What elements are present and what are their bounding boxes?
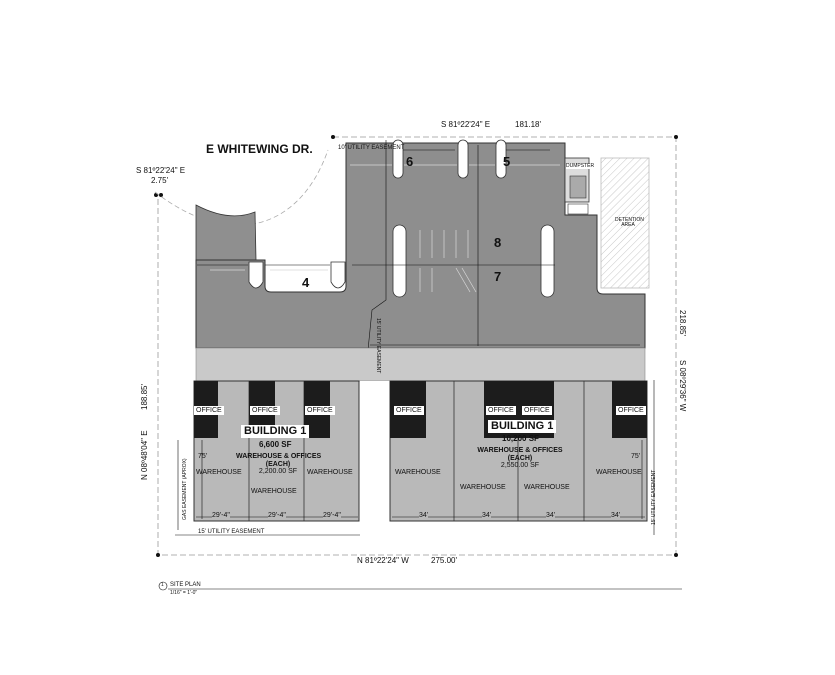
parking-area-4: 4 — [302, 275, 310, 290]
building-left-sf: 6,600 SF — [259, 440, 292, 449]
building-left-type: WAREHOUSE & OFFICES (EACH) 2,200.00 SF — [236, 453, 322, 476]
corner-marker — [674, 553, 678, 557]
driveway — [195, 204, 257, 261]
building-left-title: BUILDING 1 — [241, 425, 310, 438]
top-bearing: S 81º22'24" E — [441, 120, 491, 129]
building-left-footprint — [193, 380, 360, 522]
island — [495, 139, 507, 179]
sheet-scale: 1/16" = 1'-0" — [170, 590, 198, 596]
diagonal-utility-easement: 15' UTILITY EASEMENT — [375, 318, 381, 374]
office-label: OFFICE — [616, 406, 646, 415]
utility-easement-line — [364, 140, 387, 381]
left-top-bearing: S 81º22'24" E — [136, 166, 186, 175]
office-label: OFFICE — [194, 406, 224, 415]
island — [457, 139, 469, 179]
warehouse-label: WAREHOUSE — [596, 469, 642, 476]
building-right-sf: 10,200 SF — [502, 434, 539, 443]
corner-marker — [159, 193, 163, 197]
right-utility-easement: 15' UTILITY EASEMENT — [651, 469, 657, 525]
island — [330, 261, 346, 289]
office-label: OFFICE — [486, 406, 516, 415]
parking-lot — [195, 142, 646, 349]
right-bearing: S 08º29'36" W — [678, 360, 687, 412]
island — [248, 261, 264, 289]
detention-area — [600, 157, 650, 289]
parking-area-6: 6 — [406, 154, 414, 169]
detention-label: DETENTION AREA — [615, 217, 644, 228]
unit-width: 29'-4" — [212, 512, 230, 519]
dumpster-label: DUMPSTER — [566, 163, 595, 169]
warehouse-label: WAREHOUSE — [524, 484, 570, 491]
bottom-utility-easement: 15' UTILITY EASEMENT — [198, 529, 265, 535]
unit-width: 34' — [546, 512, 556, 519]
sidewalk — [195, 347, 646, 382]
bottom-distance: 275.00' — [431, 556, 457, 565]
office-label: OFFICE — [305, 406, 335, 415]
left-distance: 188.85' — [140, 384, 149, 410]
sheet-number: 1 — [161, 582, 164, 588]
parking-area-5: 5 — [503, 154, 511, 169]
office-label: OFFICE — [250, 406, 280, 415]
street-name: E WHITEWING DR. — [206, 142, 313, 156]
parking-area-7: 7 — [494, 269, 502, 284]
corner-marker — [156, 553, 160, 557]
island — [392, 224, 407, 298]
street-curve — [154, 149, 329, 226]
left-top-distance: 2.75' — [151, 176, 169, 185]
sidewalk-gap — [360, 381, 390, 521]
right-distance: 218.85' — [678, 310, 687, 336]
island — [392, 139, 404, 179]
warehouse-label: WAREHOUSE — [460, 484, 506, 491]
unit-width: 34' — [482, 512, 492, 519]
bottom-bearing: N 81º22'24" W — [357, 556, 409, 565]
building-left-depth: 75' — [198, 453, 208, 460]
unit-width: 29'-4" — [323, 512, 341, 519]
warehouse-label: WAREHOUSE — [196, 469, 242, 476]
island — [540, 224, 555, 298]
gas-easement: GAS EASEMENT (APROX) — [182, 458, 188, 520]
sheet-title: SITE PLAN — [170, 582, 201, 588]
left-bearing: N 08º48'04" E — [140, 430, 149, 480]
sheet-number-circle — [158, 581, 168, 591]
top-distance: 181.18' — [515, 120, 541, 129]
office-label: OFFICE — [522, 406, 552, 415]
unit-width: 34' — [611, 512, 621, 519]
top-utility-easement: 10' UTILITY EASEMENT — [338, 145, 405, 151]
corner-marker — [674, 135, 678, 139]
parking-area-8: 8 — [494, 235, 502, 250]
unit-width: 34' — [419, 512, 429, 519]
building-right-title: BUILDING 1 — [488, 420, 557, 433]
building-right-depth: 75' — [631, 453, 641, 460]
office-label: OFFICE — [394, 406, 424, 415]
warehouse-label: WAREHOUSE — [307, 469, 353, 476]
unit-width: 29'-4" — [268, 512, 286, 519]
warehouse-label: WAREHOUSE — [251, 488, 297, 495]
warehouse-label: WAREHOUSE — [395, 469, 441, 476]
corner-marker — [331, 135, 335, 139]
building-right-type: WAREHOUSE & OFFICES (EACH) 2,550.00 SF — [477, 447, 563, 470]
